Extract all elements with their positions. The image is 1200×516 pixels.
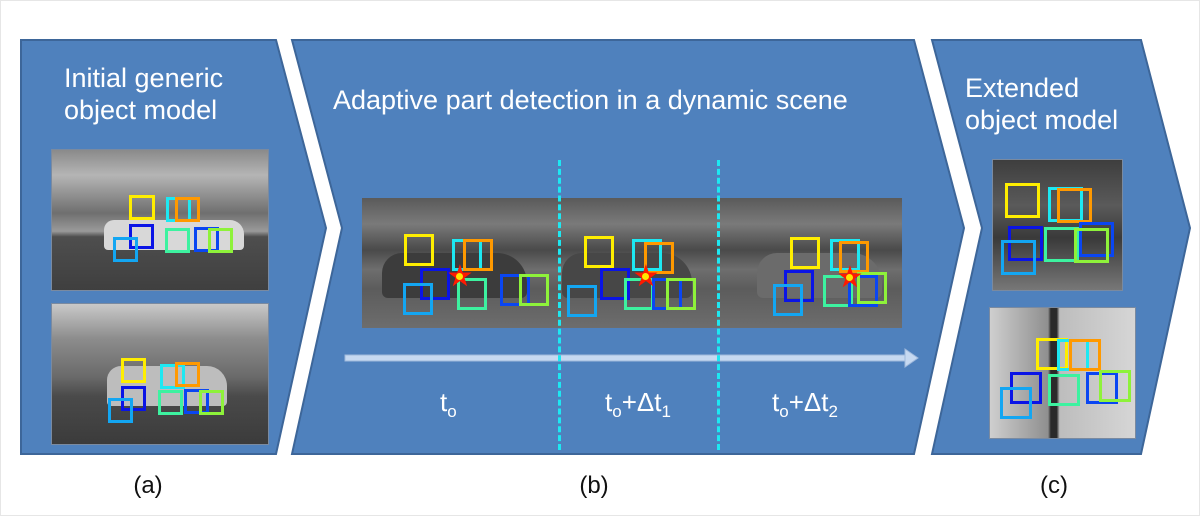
part-box-yellow (584, 236, 614, 268)
part-box-orange (175, 197, 200, 222)
frame-divider-1 (558, 160, 561, 450)
panel-b-caption: (b) (579, 472, 609, 499)
part-box-blue (848, 275, 878, 307)
panel-c-photo-1 (992, 159, 1123, 291)
panel-a-title-line2: object model (64, 95, 218, 125)
part-box-yellow (790, 237, 820, 269)
panel-c-photo-2 (989, 307, 1136, 439)
panel-a-title-line1: Initial generic (64, 63, 224, 93)
part-box-orange (644, 242, 674, 274)
part-box-blue (500, 274, 530, 306)
part-box-yellow (121, 358, 146, 383)
part-box-lime (208, 228, 233, 253)
panel-c-title-line1: Extended (965, 73, 1080, 103)
time-label-t1: to+Δt1 (605, 387, 671, 421)
part-box-dark-blue (1008, 226, 1043, 261)
part-box-yellow (129, 195, 155, 220)
part-box-orange (1069, 339, 1101, 371)
part-box-lime (666, 278, 696, 310)
part-box-yellow (1005, 183, 1040, 218)
part-box-sky-blue (108, 398, 133, 423)
part-box-sea-green (823, 275, 853, 307)
part-box-cyan (632, 239, 662, 271)
part-box-yellow (404, 234, 434, 266)
panel-c-title-line2: object model (965, 105, 1119, 135)
part-box-sky-blue (113, 237, 138, 262)
time-label-t0: to (440, 387, 457, 421)
part-box-sky-blue (1000, 387, 1032, 419)
panel-a-photo-1 (51, 149, 269, 291)
part-box-sky-blue (567, 285, 597, 317)
panel-c-caption: (c) (1040, 472, 1068, 499)
part-box-sea-green (158, 390, 183, 415)
part-box-sea-green (457, 278, 487, 310)
part-box-lime (857, 272, 887, 304)
panel-b-filmstrip: ★ ★ ★ (362, 198, 902, 328)
part-box-lime (1074, 228, 1109, 263)
part-box-sea-green (1044, 227, 1079, 262)
part-box-blue (194, 227, 219, 252)
part-box-sky-blue (403, 283, 433, 315)
time-label-t2: to+Δt2 (772, 387, 838, 421)
panel-a-caption: (a) (133, 472, 163, 499)
part-box-cyan (160, 364, 185, 389)
part-box-cyan (830, 239, 860, 271)
part-box-sky-blue (1001, 240, 1036, 275)
part-box-lime (519, 274, 549, 306)
panel-b-title: Adaptive part detection in a dynamic sce… (333, 85, 848, 115)
frame-divider-2 (717, 160, 720, 450)
part-box-blue (184, 389, 209, 414)
part-box-dark-blue (600, 268, 630, 300)
car-body (104, 220, 244, 250)
part-box-orange (463, 239, 493, 271)
anchor-star-icon: ★ (835, 263, 865, 293)
panel-c-title: Extended object model (965, 72, 1118, 136)
part-box-blue (1086, 372, 1118, 404)
panel-a-title: Initial generic object model (64, 62, 223, 126)
part-box-orange (1057, 188, 1092, 223)
part-box-yellow (1036, 338, 1068, 370)
part-box-blue (1079, 222, 1114, 257)
part-box-orange (175, 362, 200, 387)
part-box-orange (839, 241, 869, 273)
part-box-lime (1099, 370, 1131, 402)
part-box-sea-green (1048, 374, 1080, 406)
part-box-sky-blue (773, 284, 803, 316)
part-box-dark-blue (129, 224, 154, 249)
anchor-star-icon: ★ (631, 262, 661, 292)
part-box-lime (199, 390, 224, 415)
anchor-star-icon: ★ (445, 262, 475, 292)
part-box-sea-green (165, 228, 190, 253)
panel-a-photo-2 (51, 303, 269, 445)
timeline-arrow (344, 348, 919, 368)
